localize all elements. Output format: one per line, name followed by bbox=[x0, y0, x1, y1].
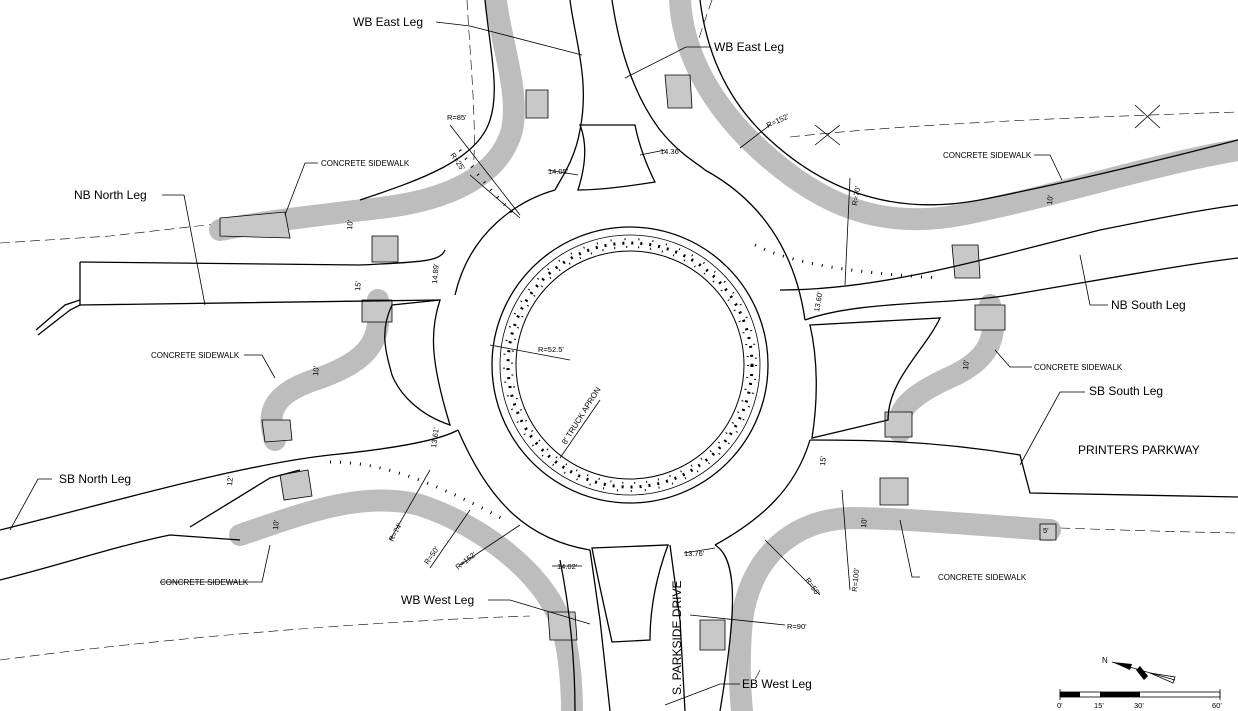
dim-10-e: 10' bbox=[271, 519, 281, 530]
dim-r152-north: R=152' bbox=[765, 111, 791, 129]
dim-10-f: 10' bbox=[859, 517, 869, 528]
note-sidewalk-w: CONCRETE SIDEWALK bbox=[151, 351, 240, 360]
label-sb-south-leg: SB South Leg bbox=[1089, 384, 1163, 398]
scale-tick-15: 15' bbox=[1094, 701, 1104, 710]
note-sidewalk-se: CONCRETE SIDEWALK bbox=[938, 573, 1027, 582]
dim-14-02: 14.02' bbox=[557, 562, 578, 571]
north-arrow: N bbox=[1102, 656, 1176, 684]
dim-14-36: 14.36' bbox=[660, 147, 681, 156]
dim-15-west: 15' bbox=[353, 280, 363, 291]
label-sb-north-leg: SB North Leg bbox=[59, 472, 131, 486]
dim-r100: R=100' bbox=[850, 567, 861, 592]
label-wb-east-leg-2: WB East Leg bbox=[714, 40, 784, 54]
dim-r90: R=90' bbox=[787, 622, 807, 631]
dim-r152-south: R=152' bbox=[454, 550, 479, 572]
svg-text:N: N bbox=[1102, 656, 1108, 665]
dim-r52-5: R=52.5' bbox=[538, 345, 564, 354]
note-sidewalk-sw: CONCRETE SIDEWALK bbox=[160, 578, 249, 587]
dim-r70: R=70' bbox=[850, 185, 862, 206]
dim-10-d: 10' bbox=[961, 359, 971, 370]
label-eb-west-leg: EB West Leg bbox=[742, 677, 812, 691]
dim-13-60: 13.60' bbox=[812, 290, 824, 312]
dim-r74: R=74' bbox=[387, 521, 404, 543]
dim-10-a: 10' bbox=[345, 219, 355, 230]
scale-bar: 0' 15' 30' 60' bbox=[1057, 689, 1222, 710]
label-wb-east-leg-1: WB East Leg bbox=[353, 15, 423, 29]
central-island bbox=[491, 226, 769, 504]
scale-tick-30: 30' bbox=[1134, 701, 1144, 710]
dim-12: 12' bbox=[225, 475, 235, 486]
note-sidewalk-e: CONCRETE SIDEWALK bbox=[1034, 363, 1123, 372]
label-nb-south-leg: NB South Leg bbox=[1111, 298, 1186, 312]
dim-5: 5' bbox=[1043, 526, 1049, 535]
dim-13-61: 13.61' bbox=[429, 426, 441, 448]
dim-10-b: 10' bbox=[1045, 194, 1055, 205]
scale-tick-60: 60' bbox=[1212, 701, 1222, 710]
dim-14-05: 14.05' bbox=[548, 167, 569, 176]
note-sidewalk-ne: CONCRETE SIDEWALK bbox=[943, 151, 1032, 160]
dim-15-east: 15' bbox=[818, 455, 828, 466]
leader-lines bbox=[9, 21, 1108, 706]
apron-hatching bbox=[329, 149, 941, 522]
scale-tick-0: 0' bbox=[1057, 701, 1063, 710]
street-printers-parkway: PRINTERS PARKWAY bbox=[1078, 443, 1200, 457]
sidewalks bbox=[209, 0, 1238, 711]
street-parkside-drive: S. PARKSIDE DRIVE bbox=[670, 581, 684, 695]
dim-13-76: 13.76' bbox=[684, 549, 705, 558]
dim-r85: R=85' bbox=[447, 113, 467, 122]
label-nb-north-leg: NB North Leg bbox=[74, 188, 147, 202]
dim-14-89: 14.89' bbox=[430, 263, 441, 284]
label-wb-west-leg: WB West Leg bbox=[401, 593, 474, 607]
note-sidewalk-nw: CONCRETE SIDEWALK bbox=[321, 159, 410, 168]
dim-10-c: 10' bbox=[311, 365, 321, 376]
splitter-islands bbox=[384, 124, 942, 643]
note-truck-apron: 8' TRUCK APRON bbox=[560, 385, 603, 446]
